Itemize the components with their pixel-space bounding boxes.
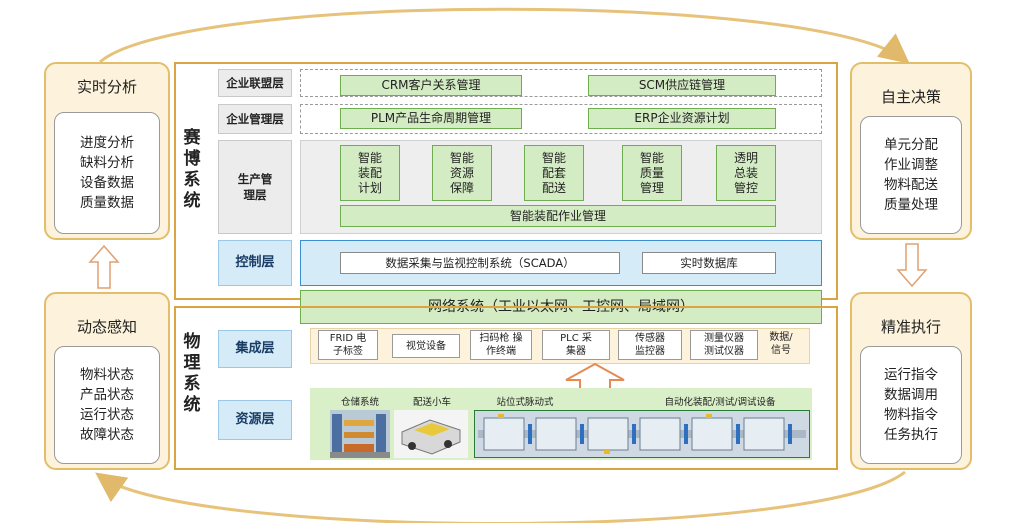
plc-collector-box: PLC 采集器: [542, 330, 610, 360]
panel-list: 运行指令 数据调用 物料指令 任务执行: [860, 346, 962, 464]
resource-guarantee-box: 智能资源保障: [432, 145, 492, 201]
warehouse-caption: 仓储系统: [340, 397, 379, 408]
list-item: 单元分配: [884, 137, 938, 153]
dynamic-sensing-panel: 动态感知 物料状态 产品状态 运行状态 故障状态: [44, 292, 170, 470]
list-item: 产品状态: [80, 387, 134, 403]
physical-title-char: 统: [183, 395, 201, 415]
production-layer-label-text: 生产管理层: [237, 172, 273, 202]
cyber-system-title: 赛 博 系 统: [181, 128, 203, 212]
list-item: 运行状态: [80, 407, 134, 423]
integration-layer-label: 集成层: [218, 330, 292, 368]
production-layer-label: 生产管理层: [218, 140, 292, 234]
transparent-control-box: 透明总装管控: [716, 145, 776, 201]
cyber-title-char: 博: [183, 149, 201, 169]
station-pulse-caption: 站位式脉动式: [496, 397, 554, 408]
rfid-box: FRID 电子标签: [318, 330, 378, 360]
quality-management-box: 智能质量管理: [622, 145, 682, 201]
list-item: 故障状态: [80, 427, 134, 443]
box-label: PLC 采集器: [560, 333, 592, 357]
assembly-operation-management-box: 智能装配作业管理: [340, 205, 776, 227]
box-label: FRID 电子标签: [329, 333, 367, 357]
physical-title-char: 理: [183, 353, 201, 373]
box-label: 智能配套配送: [541, 150, 566, 195]
box-label: 扫码枪 操作终端: [479, 333, 523, 357]
box-label: 测量仪器 测试仪器: [704, 333, 744, 357]
panel-title: 自主决策: [880, 88, 941, 106]
erp-box: ERP企业资源计划: [588, 108, 776, 129]
alliance-layer-label: 企业联盟层: [218, 69, 292, 97]
cyber-title-char: 赛: [183, 128, 201, 148]
kitting-delivery-box: 智能配套配送: [524, 145, 584, 201]
box-label: 数据/ 信号: [769, 332, 793, 356]
agv-cart-image: [394, 410, 468, 458]
box-label: 透明总装管控: [733, 150, 758, 195]
list-item: 作业调整: [884, 157, 938, 173]
box-label: 智能质量管理: [639, 150, 664, 195]
delivery-cart-caption: 配送小车: [412, 397, 451, 408]
cyber-title-char: 系: [183, 170, 201, 190]
control-layer-label: 控制层: [218, 240, 292, 286]
physical-title-char: 系: [183, 374, 201, 394]
plm-box: PLM产品生命周期管理: [340, 108, 522, 129]
list-item: 数据调用: [884, 387, 938, 403]
list-item: 质量数据: [80, 195, 134, 211]
list-item: 物料配送: [884, 177, 938, 193]
box-label: 传感器 监控器: [635, 333, 665, 357]
left-up-arrow: [88, 244, 120, 289]
panel-title: 实时分析: [76, 78, 137, 96]
panel-title: 动态感知: [76, 318, 137, 336]
scm-box: SCM供应链管理: [588, 75, 776, 96]
list-item: 质量处理: [884, 197, 938, 213]
scanner-terminal-box: 扫码枪 操作终端: [470, 330, 532, 360]
list-item: 缺料分析: [80, 155, 134, 171]
precise-execution-panel: 精准执行 运行指令 数据调用 物料指令 任务执行: [850, 292, 972, 470]
top-cycle-arrow: [99, 7, 910, 64]
box-label: 智能装配计划: [357, 150, 382, 195]
realtime-database-box: 实时数据库: [642, 252, 776, 274]
resource-layer-label: 资源层: [218, 400, 292, 440]
panel-title: 精准执行: [880, 318, 941, 336]
crm-box: CRM客户关系管理: [340, 75, 522, 96]
measuring-instrument-box: 测量仪器 测试仪器: [690, 330, 758, 360]
scada-box: 数据采集与监视控制系统（SCADA）: [340, 252, 620, 274]
sensor-monitor-box: 传感器 监控器: [618, 330, 682, 360]
bottom-cycle-arrow: [95, 470, 906, 523]
data-signal-label: 数据/ 信号: [764, 331, 798, 357]
list-item: 任务执行: [884, 427, 938, 443]
list-item: 物料状态: [80, 367, 134, 383]
panel-list: 单元分配 作业调整 物料配送 质量处理: [860, 116, 962, 234]
physical-title-char: 物: [183, 332, 201, 352]
assembly-plan-box: 智能装配计划: [340, 145, 400, 201]
list-item: 进度分析: [80, 135, 134, 151]
assembly-line-image: [474, 410, 810, 458]
alliance-layer-row: [300, 69, 822, 97]
list-item: 物料指令: [884, 407, 938, 423]
vision-device-box: 视觉设备: [392, 334, 460, 358]
management-layer-row: [300, 104, 822, 134]
upload-arrow: [565, 362, 625, 395]
warehouse-image: [330, 410, 390, 458]
box-label: 智能资源保障: [449, 150, 474, 195]
management-layer-label: 企业管理层: [218, 104, 292, 134]
list-item: 设备数据: [80, 175, 134, 191]
physical-system-title: 物 理 系 统: [181, 332, 203, 416]
panel-list: 进度分析 缺料分析 设备数据 质量数据: [54, 112, 160, 234]
right-down-arrow: [896, 243, 928, 288]
cyber-title-char: 统: [183, 191, 201, 211]
physical-system-frame: [174, 306, 838, 470]
autonomous-decision-panel: 自主决策 单元分配 作业调整 物料配送 质量处理: [850, 62, 972, 240]
list-item: 运行指令: [884, 367, 938, 383]
panel-list: 物料状态 产品状态 运行状态 故障状态: [54, 346, 160, 464]
realtime-analysis-panel: 实时分析 进度分析 缺料分析 设备数据 质量数据: [44, 62, 170, 240]
automation-equipment-caption: 自动化装配/测试/调试设备: [664, 397, 776, 408]
